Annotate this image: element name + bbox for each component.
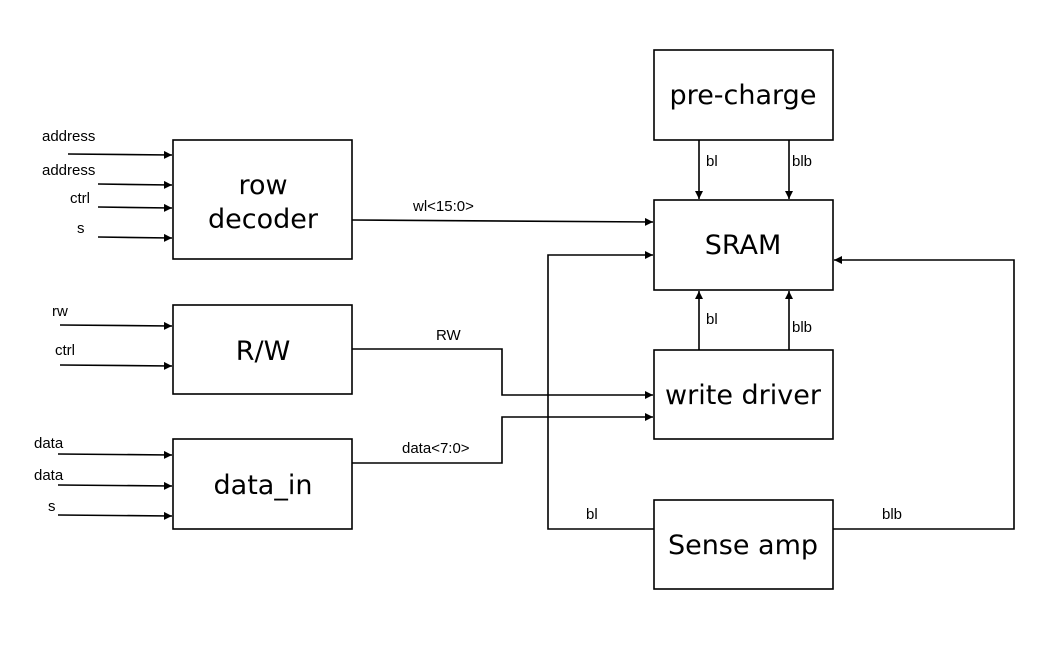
data-in-input-data-1-label: data bbox=[34, 435, 64, 452]
data-in-inputs: data data s bbox=[34, 435, 173, 520]
sram-block-label: SRAM bbox=[705, 230, 782, 261]
rw-arrow bbox=[352, 348, 653, 399]
row-decoder-input-ctrl-arrow bbox=[97, 203, 173, 212]
sense-amp-bl-path: bl bbox=[547, 251, 654, 530]
data-in-input-s-arrow bbox=[57, 511, 173, 520]
data-in-input-data-1-arrow bbox=[57, 450, 173, 459]
rw-input-rw-label: rw bbox=[52, 303, 68, 320]
sense-amp-blb-arrow bbox=[833, 256, 1015, 530]
data-in-block: data_in bbox=[172, 438, 353, 530]
wordline-arrow bbox=[351, 217, 654, 226]
write-driver-bl-label: bl bbox=[706, 311, 718, 328]
write-driver-block: write driver bbox=[653, 349, 834, 440]
row-decoder-input-s-label: s bbox=[77, 220, 85, 237]
write-driver-block-label: write driver bbox=[665, 380, 822, 411]
row-decoder-input-address-2-arrow bbox=[97, 180, 173, 189]
row-decoder-inputs: address address ctrl s bbox=[42, 128, 173, 242]
data-connection: data<7:0> bbox=[352, 413, 653, 464]
rw-input-ctrl-label: ctrl bbox=[55, 342, 75, 359]
row-decoder-input-address-2-label: address bbox=[42, 162, 95, 179]
precharge-bitlines: bl blb bbox=[695, 140, 812, 199]
sense-amp-blb-label: blb bbox=[882, 506, 902, 523]
row-decoder-input-s-arrow bbox=[97, 233, 173, 242]
data-in-input-data-2-arrow bbox=[57, 481, 173, 490]
rw-block-label: R/W bbox=[236, 336, 291, 367]
write-driver-bitlines: bl blb bbox=[695, 291, 812, 350]
data-in-input-s-label: s bbox=[48, 498, 56, 515]
data-in-input-data-2-label: data bbox=[34, 467, 64, 484]
wordline-label: wl<15:0> bbox=[412, 198, 474, 215]
data-in-block-label: data_in bbox=[214, 470, 313, 501]
precharge-bl-label: bl bbox=[706, 153, 718, 170]
row-decoder-block: row decoder bbox=[172, 139, 353, 260]
sram-block: SRAM bbox=[653, 199, 834, 291]
row-decoder-input-address-1-label: address bbox=[42, 128, 95, 145]
sense-amp-block: Sense amp bbox=[653, 499, 834, 590]
row-decoder-label-line1: row bbox=[238, 170, 287, 201]
rw-inputs: rw ctrl bbox=[52, 303, 173, 370]
rw-input-ctrl-arrow bbox=[59, 361, 173, 370]
wordline-connection: wl<15:0> bbox=[351, 198, 654, 226]
write-driver-blb-label: blb bbox=[792, 319, 812, 336]
precharge-block: pre-charge bbox=[653, 49, 834, 141]
row-decoder-input-address-1-arrow bbox=[67, 150, 173, 159]
sense-amp-bl-label: bl bbox=[586, 506, 598, 523]
sense-amp-bl-arrow bbox=[547, 251, 654, 530]
precharge-blb-label: blb bbox=[792, 153, 812, 170]
sense-amp-block-label: Sense amp bbox=[668, 530, 818, 561]
row-decoder-input-ctrl-label: ctrl bbox=[70, 190, 90, 207]
rw-block: R/W bbox=[172, 304, 353, 395]
data-arrow bbox=[352, 413, 653, 464]
rw-signal-label: RW bbox=[436, 327, 462, 344]
rw-connection: RW bbox=[352, 327, 653, 399]
data-signal-label: data<7:0> bbox=[402, 440, 470, 457]
row-decoder-label-line2: decoder bbox=[208, 204, 319, 235]
precharge-block-label: pre-charge bbox=[670, 80, 817, 111]
rw-input-rw-arrow bbox=[59, 321, 173, 330]
sense-amp-blb-path: blb bbox=[833, 256, 1015, 530]
